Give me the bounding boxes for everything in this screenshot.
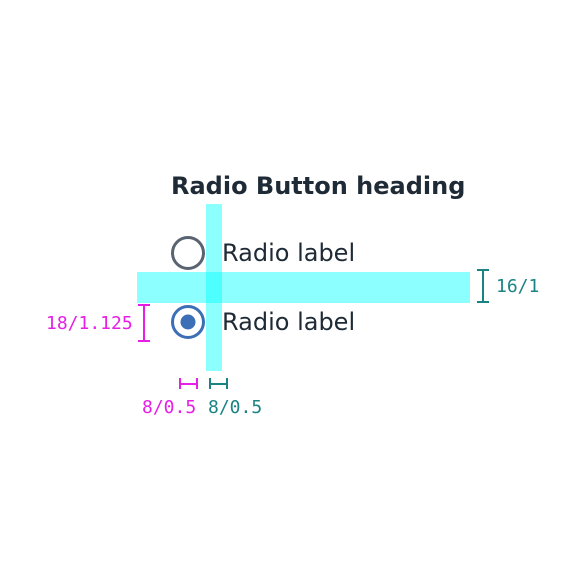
radio-size-bracket	[138, 304, 150, 342]
vertical-spacing-overlay	[137, 272, 470, 303]
vertical-gap-bracket	[477, 269, 489, 303]
radio-label: Radio label	[222, 308, 356, 336]
radio-group-heading: Radio Button heading	[171, 172, 466, 200]
radio-option-2[interactable]: Radio label	[170, 304, 355, 340]
left-gap-label: 8/0.5	[142, 397, 197, 418]
radio-option-1[interactable]: Radio label	[170, 235, 355, 271]
left-gap-bracket	[179, 378, 198, 389]
radio-label: Radio label	[222, 239, 356, 267]
right-gap-label: 8/0.5	[208, 397, 263, 418]
horizontal-spacing-overlay	[206, 204, 222, 371]
right-gap-bracket	[209, 378, 228, 389]
vertical-gap-label: 16/1	[496, 276, 540, 297]
radio-size-label: 18/1.125	[46, 313, 133, 334]
radio-unchecked-icon[interactable]	[170, 235, 206, 271]
radio-checked-icon[interactable]	[170, 304, 206, 340]
